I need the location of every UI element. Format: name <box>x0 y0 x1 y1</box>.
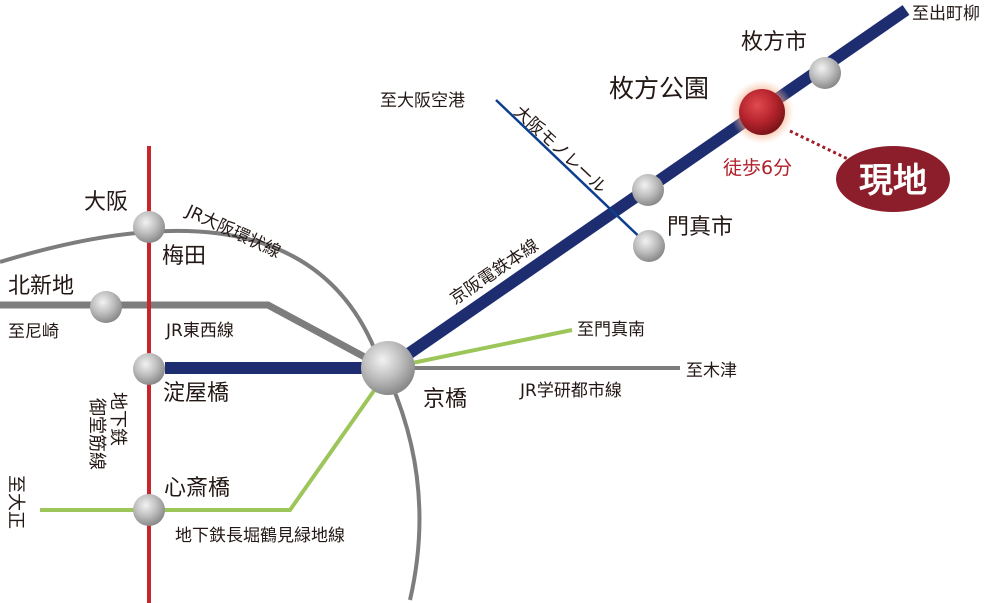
gakken-line-label: JR学研都市線 <box>519 381 622 401</box>
station-hirakatakoen-label: 枚方公園 <box>609 74 709 103</box>
dest-osaka-airport-label: 至大阪空港 <box>380 91 465 111</box>
dest-amagasaki-label: 至尼崎 <box>8 322 59 342</box>
station-kitashinchi-marker[interactable] <box>90 291 122 323</box>
station-umeda-label: 梅田 <box>162 244 206 269</box>
station-osaka-label: 大阪 <box>84 190 128 215</box>
dest-taisho-label: 至大正 <box>5 475 26 529</box>
station-yodoyabashi-marker[interactable] <box>133 353 165 385</box>
station-shinsaibashi-marker[interactable] <box>133 494 165 526</box>
station-kitashinchi-label: 北新地 <box>8 274 74 299</box>
station-osaka-marker[interactable] <box>133 211 165 243</box>
station-hirakatashi-label: 枚方市 <box>741 30 807 55</box>
nagahori-line-label: 地下鉄長堀鶴見緑地線 <box>175 526 345 546</box>
midosuji-label-col1: 地下鉄 <box>107 392 128 446</box>
site-badge-label: 現地 <box>859 161 927 201</box>
nagahori-line <box>40 383 380 512</box>
kadomaminami-line <box>387 328 573 370</box>
site-badge[interactable] <box>836 146 950 212</box>
station-kyobashi-label: 京橋 <box>423 387 467 412</box>
station-kyobashi-marker[interactable] <box>361 341 415 395</box>
osaka-monorail-line <box>495 99 650 247</box>
station-keihan-kadomashi-marker[interactable] <box>632 174 664 206</box>
jr-tozai-line-label: JR東西線 <box>165 321 234 341</box>
site-walk-connector <box>789 129 853 163</box>
walk-time-label: 徒歩6分 <box>723 157 792 179</box>
station-shinsaibashi-label: 心斎橋 <box>164 476 230 501</box>
station-hirakatashi-marker[interactable] <box>809 57 841 89</box>
jr-tozai-line <box>0 301 387 372</box>
dest-kadomaminami-label: 至門真南 <box>577 320 645 340</box>
station-monorail-kadomashi-marker[interactable] <box>633 230 665 262</box>
midosuji-label-col2: 御堂筋線 <box>86 398 107 470</box>
dest-demachiyanagi-label: 至出町柳 <box>912 4 980 24</box>
station-kadomashi-label: 門真市 <box>667 215 733 240</box>
station-yodoyabashi-label: 淀屋橋 <box>163 381 229 406</box>
dest-kizu-label: 至木津 <box>686 361 737 381</box>
monorail-line-label: 大阪モノレール <box>510 102 611 198</box>
station-hirakatakoen-marker[interactable] <box>739 89 785 135</box>
